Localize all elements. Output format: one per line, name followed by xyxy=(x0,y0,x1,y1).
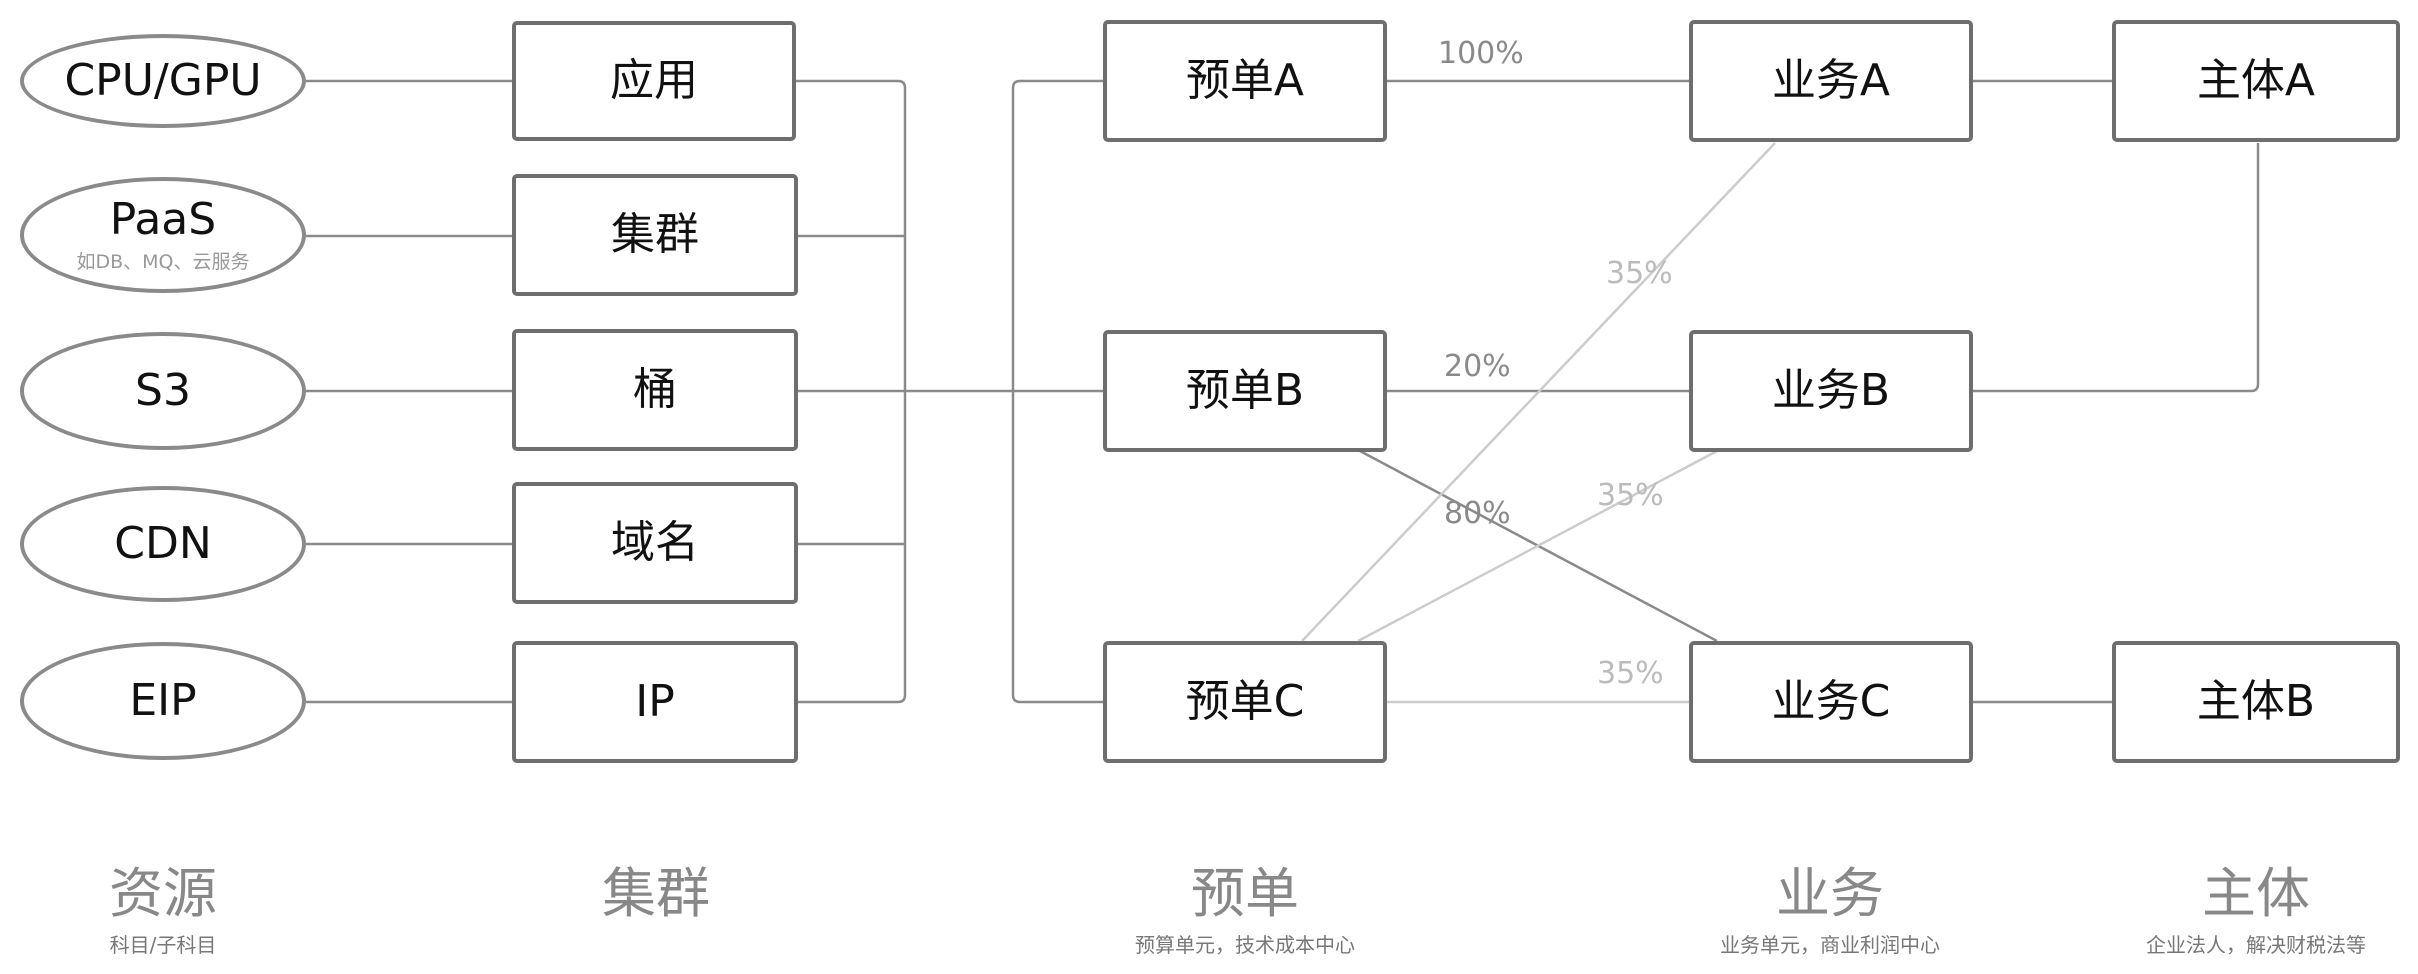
budget-a: 预单A xyxy=(1103,20,1387,142)
edge-bus-budget xyxy=(1011,79,1103,704)
resource-label: CDN xyxy=(114,517,212,569)
resource-eip: EIP xyxy=(20,642,306,760)
budget-c: 预单C xyxy=(1103,641,1387,763)
column-title-clusters: 集群 xyxy=(476,864,836,929)
cluster-label: 桶 xyxy=(633,363,677,415)
cluster-label: 应用 xyxy=(610,54,698,106)
column-title: 集群 xyxy=(602,862,710,925)
column-subtitle: 企业法人，解决财税法等 xyxy=(2146,933,2366,958)
business-b: 业务B xyxy=(1689,330,1973,452)
cluster-label: 域名 xyxy=(611,516,699,568)
pct-label-b-c: 80% xyxy=(1444,496,1511,531)
pct-label-b-b: 20% xyxy=(1444,349,1511,384)
cluster-label: 集群 xyxy=(611,208,699,260)
budget-label: 预单A xyxy=(1185,54,1305,106)
cluster-app: 应用 xyxy=(512,21,796,141)
column-title-entities: 主体 企业法人，解决财税法等 xyxy=(2076,864,2418,958)
column-title-budgets: 预单 预算单元，技术成本中心 xyxy=(1065,864,1425,958)
resource-cdn: CDN xyxy=(20,486,306,602)
pct-label-c-a: 35% xyxy=(1606,256,1673,291)
budget-label: 预单B xyxy=(1185,364,1305,416)
resource-label: CPU/GPU xyxy=(64,54,262,106)
column-subtitle: 业务单元，商业利润中心 xyxy=(1720,933,1940,958)
entity-label: 主体B xyxy=(2196,675,2316,727)
business-c: 业务C xyxy=(1689,641,1973,763)
business-label: 业务C xyxy=(1771,675,1891,727)
budget-label: 预单C xyxy=(1185,675,1305,727)
column-title: 主体 xyxy=(2202,862,2310,925)
cluster-label: IP xyxy=(635,675,675,727)
pct-label-c-c: 35% xyxy=(1597,656,1664,691)
entity-a: 主体A xyxy=(2112,20,2400,142)
column-subtitle: 科目/子科目 xyxy=(109,933,217,958)
entity-b: 主体B xyxy=(2112,641,2400,763)
resource-sublabel: 如DB、MQ、云服务 xyxy=(76,250,250,273)
business-label: 业务B xyxy=(1771,364,1891,416)
entity-label: 主体A xyxy=(2196,54,2316,106)
column-title: 资源 xyxy=(109,862,217,925)
resource-label: S3 xyxy=(135,364,191,416)
cluster-bucket: 桶 xyxy=(512,329,798,451)
resource-s3: S3 xyxy=(20,332,306,450)
resource-paas: PaaS 如DB、MQ、云服务 xyxy=(20,177,306,293)
cluster-ip: IP xyxy=(512,641,798,763)
column-title: 预单 xyxy=(1191,862,1299,925)
resource-cpu-gpu: CPU/GPU xyxy=(20,34,306,128)
column-title-resources: 资源 科目/子科目 xyxy=(0,864,343,958)
resource-label: PaaS xyxy=(109,194,217,246)
budget-b: 预单B xyxy=(1103,330,1387,452)
cluster-cluster: 集群 xyxy=(512,174,798,296)
pct-label-a-a: 100% xyxy=(1438,36,1524,71)
edge-budget-c-business-b xyxy=(1357,449,1718,643)
edge-budget-c-business-a xyxy=(1301,142,1776,642)
column-title-businesses: 业务 业务单元，商业利润中心 xyxy=(1650,864,2010,958)
column-subtitle: 预算单元，技术成本中心 xyxy=(1135,933,1355,958)
column-title: 业务 xyxy=(1776,862,1884,925)
resource-label: EIP xyxy=(129,674,197,726)
edge-business-b-entity-a xyxy=(1973,143,2260,393)
business-a: 业务A xyxy=(1689,20,1973,142)
pct-label-c-b: 35% xyxy=(1597,478,1664,513)
cluster-domain: 域名 xyxy=(512,482,798,604)
business-label: 业务A xyxy=(1771,54,1891,106)
